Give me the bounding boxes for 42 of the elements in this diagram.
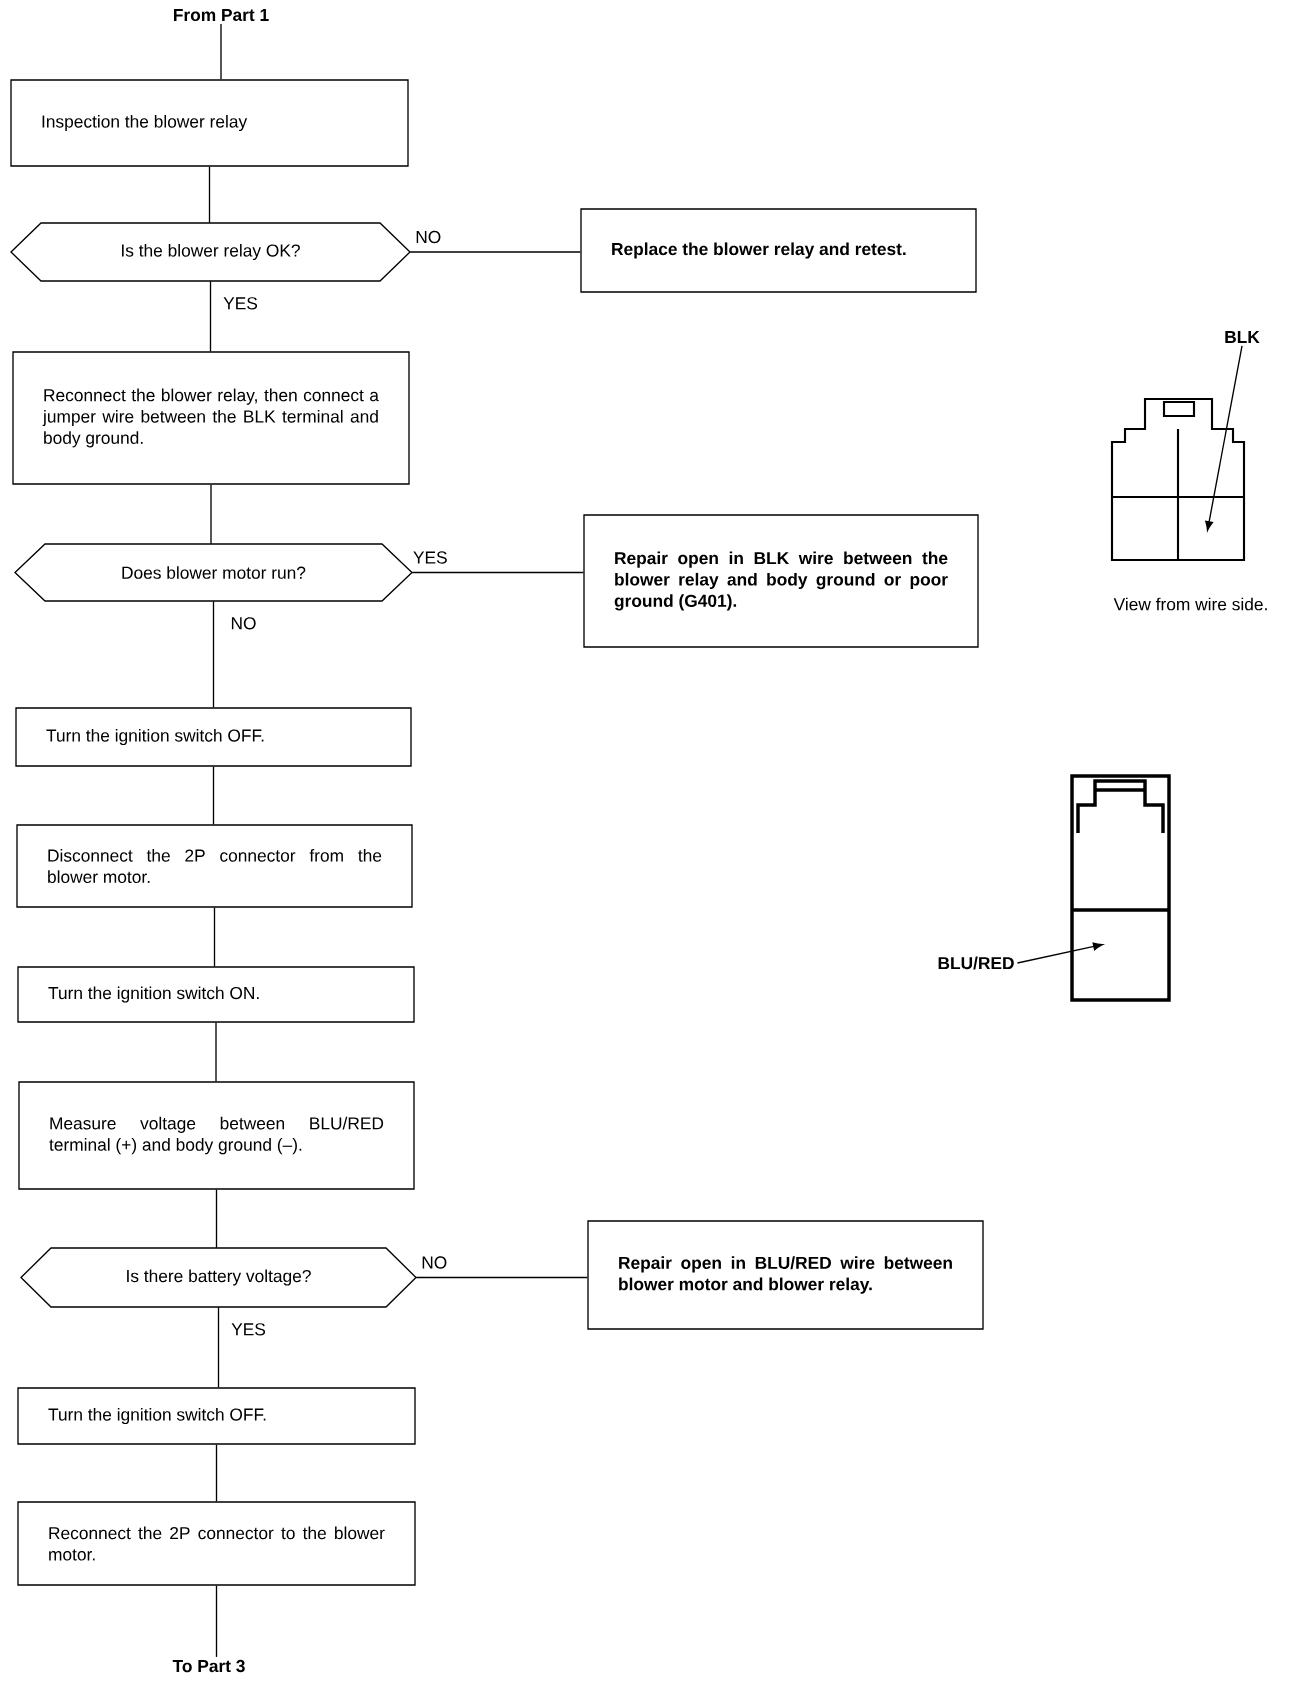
process-box: Turn the ignition switch OFF. xyxy=(15,707,412,767)
flow-label: From Part 1 xyxy=(174,8,269,22)
flow-label: BLK xyxy=(1225,331,1260,343)
decision-hexagon: Is the blower relay OK? xyxy=(10,222,411,282)
connector-line xyxy=(215,1022,217,1082)
connector-line xyxy=(215,1189,218,1249)
connector-line xyxy=(215,1585,218,1658)
leader-line xyxy=(1016,942,1103,964)
decision-hexagon: Is there battery voltage? xyxy=(20,1247,417,1308)
connector-line xyxy=(217,1306,220,1388)
process-box: Repair open in BLK wire between the blower relay and body ground or poor ground (G401). xyxy=(583,514,979,648)
edge-label: NO xyxy=(413,229,443,245)
connector-line xyxy=(220,23,222,80)
decision-hexagon: Does blower motor run? xyxy=(14,543,413,602)
connector-line xyxy=(212,600,215,708)
process-box: Turn the ignition switch ON. xyxy=(17,966,415,1023)
connector-line xyxy=(409,251,581,253)
connector-line xyxy=(208,166,211,224)
connector-line xyxy=(210,484,212,545)
edge-label: NO xyxy=(229,615,258,631)
connector-line xyxy=(213,907,216,967)
flow-label: BLU/RED xyxy=(938,956,1014,970)
caption-text: View from wire side. xyxy=(1113,597,1267,611)
connector-line xyxy=(411,571,584,574)
process-box: Turn the ignition switch OFF. xyxy=(17,1387,416,1445)
process-box: Replace the blower relay and retest. xyxy=(580,208,977,293)
connector-line xyxy=(215,1444,218,1502)
edge-label: YES xyxy=(411,550,449,565)
process-box: Reconnect the blower relay, then connect a jumper wire between the BLK terminal and body ground. xyxy=(12,351,410,485)
process-box: Repair open in BLU/RED wire between blower motor and blower relay. xyxy=(587,1220,984,1330)
leader-line xyxy=(1205,345,1243,531)
edge-label: YES xyxy=(229,1321,268,1337)
process-box: Disconnect the 2P connector from the blower motor. xyxy=(16,824,413,908)
process-box: Inspection the blower relay xyxy=(10,79,409,167)
process-box: Reconnect the 2P connector to the blower motor. xyxy=(17,1501,416,1586)
edge-label: NO xyxy=(419,1255,449,1270)
connector-line xyxy=(212,766,215,825)
edge-label: YES xyxy=(221,295,260,311)
connector-line xyxy=(415,1276,588,1279)
connector-line xyxy=(209,280,212,352)
process-box: Measure voltage between BLU/RED terminal (+) and body ground (–). xyxy=(18,1081,415,1190)
flow-label: To Part 3 xyxy=(172,1659,245,1673)
